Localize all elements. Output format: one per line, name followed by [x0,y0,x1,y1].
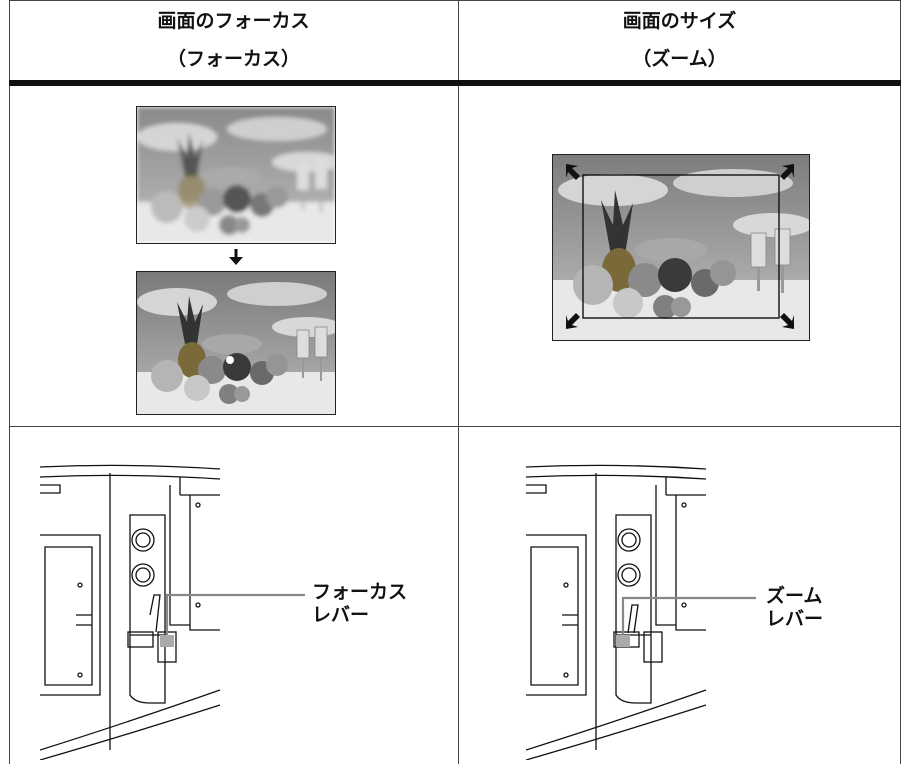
focus-lever-label: フォーカス レバー [312,581,407,627]
table-left-border [9,0,10,764]
zoom-lever-label-line2: レバー [766,608,824,630]
focus-lever-label-line2: レバー [312,604,370,626]
zoom-fruit-photo [552,154,810,341]
sharp-fruit-photo [136,271,336,415]
projector-focus-lever-diagram [40,455,420,760]
focus-title: 画面のフォーカス [157,10,310,32]
focus-lever-label-line1: フォーカス [312,581,408,603]
table-top-border [9,0,901,1]
zoom-lever-label-line1: ズーム [766,585,823,607]
projector-zoom-lever-diagram [526,455,896,760]
arrow-down-icon [229,249,243,265]
expand-arrows-icon [552,154,808,339]
column-header-zoom: 画面のサイズ （ズーム） [459,0,900,80]
blurred-fruit-photo [136,106,336,244]
zoom-title: 画面のサイズ [622,10,737,32]
column-header-focus: 画面のフォーカス （フォーカス） [9,0,458,80]
zoom-lever-label: ズーム レバー [766,585,823,631]
row-divider [9,426,901,427]
table-center-divider [458,0,459,764]
focus-subtitle: （フォーカス） [166,48,300,70]
zoom-subtitle: （ズーム） [632,48,727,70]
header-rule [9,80,901,86]
